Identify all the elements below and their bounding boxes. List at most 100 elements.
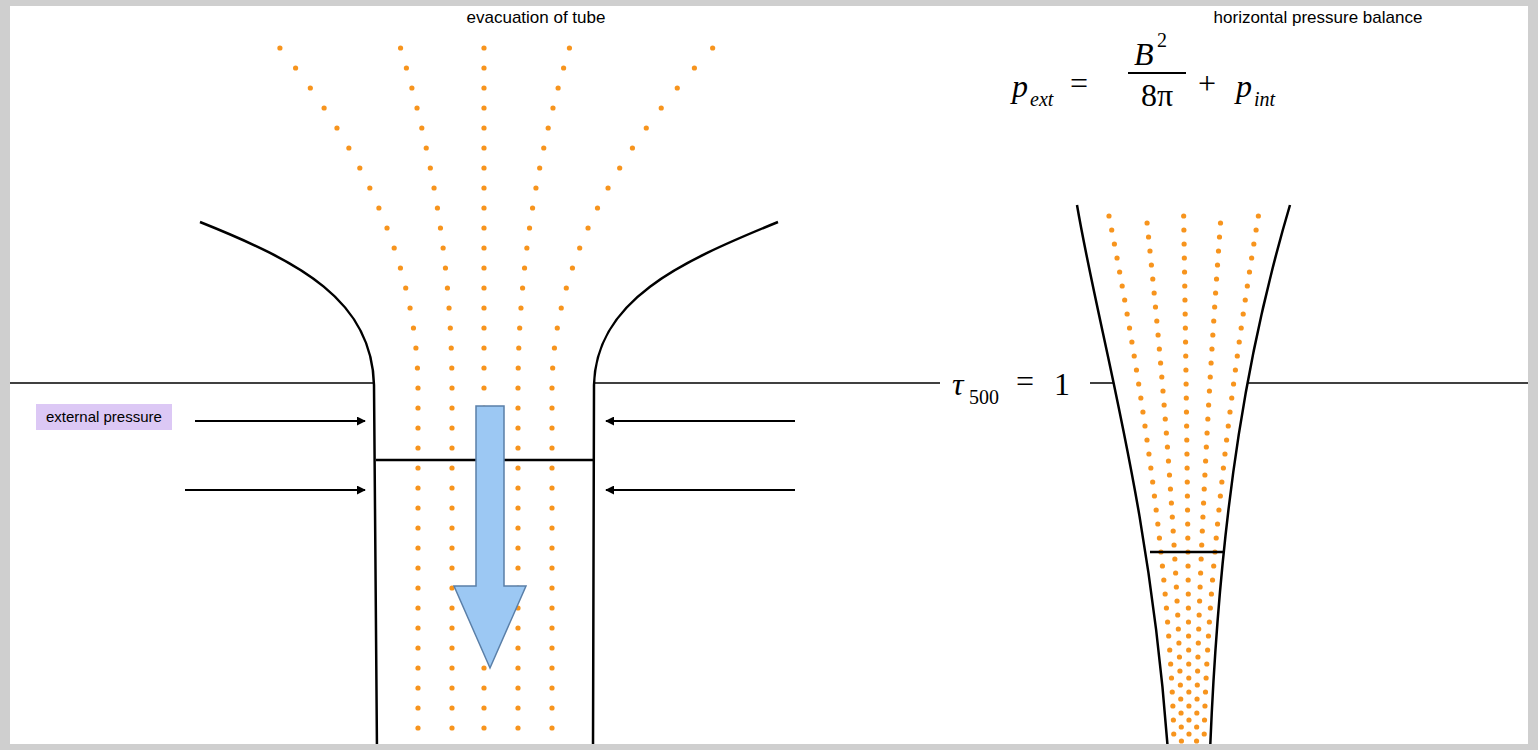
panel-heading: evacuation of tube (467, 9, 606, 26)
field-dot (419, 125, 424, 130)
field-dot (1245, 283, 1250, 288)
field-dot (549, 565, 554, 570)
field-dot (1207, 619, 1212, 624)
fraction-bar (1128, 72, 1186, 74)
field-dot (1215, 521, 1220, 526)
field-dot (1179, 738, 1184, 743)
field-dot (1204, 430, 1209, 435)
math-subscript: ext (1030, 89, 1053, 109)
field-dot (1216, 248, 1221, 253)
field-dot (550, 365, 555, 370)
field-dot (1221, 465, 1226, 470)
field-dot (1165, 444, 1170, 449)
field-dot (1154, 318, 1159, 323)
downflow-arrow (454, 406, 526, 668)
field-dot (1155, 521, 1160, 526)
field-dot (549, 385, 554, 390)
field-dot (1186, 577, 1191, 582)
field-dot (1174, 598, 1179, 603)
field-dot (1197, 612, 1202, 617)
field-dot (518, 305, 523, 310)
math-symbol: τ (952, 368, 963, 400)
tube-wall (1077, 205, 1168, 744)
field-dot (414, 105, 419, 110)
field-dot (1164, 430, 1169, 435)
field-dot (334, 125, 339, 130)
field-dot (1241, 311, 1246, 316)
field-dot (413, 345, 418, 350)
field-dot (1202, 703, 1207, 708)
field-dot (1132, 353, 1137, 358)
field-dot (1222, 451, 1227, 456)
field-dot (1212, 304, 1217, 309)
field-dot (1129, 339, 1134, 344)
field-dot (1239, 325, 1244, 330)
field-dot (1211, 563, 1216, 568)
field-dot (481, 65, 486, 70)
panel-heading: horizontal pressure balance (1214, 9, 1423, 26)
field-dot (515, 725, 520, 730)
field-dot (1243, 297, 1248, 302)
field-dot (1196, 626, 1201, 631)
field-dot (515, 485, 520, 490)
field-dot (398, 265, 403, 270)
field-dot (1183, 325, 1188, 330)
field-dot (1162, 402, 1167, 407)
field-dot (1185, 493, 1190, 498)
field-dot (1195, 682, 1200, 687)
field-dot (403, 285, 408, 290)
field-dot (644, 125, 649, 130)
field-dot (1209, 591, 1214, 596)
field-dot (549, 405, 554, 410)
field-dot (481, 185, 486, 190)
field-dot (1253, 227, 1258, 232)
field-dot (1183, 367, 1188, 372)
field-dot (1201, 500, 1206, 505)
field-dot (357, 165, 362, 170)
field-dot (1200, 514, 1205, 519)
field-dot (1196, 640, 1201, 645)
field-dot (481, 245, 486, 250)
field-dot (1176, 640, 1181, 645)
field-dot (1217, 234, 1222, 239)
field-dot (415, 445, 420, 450)
field-dot (1186, 703, 1191, 708)
field-dot (549, 425, 554, 430)
field-dot (555, 325, 560, 330)
field-dot (1205, 416, 1210, 421)
field-dot (415, 705, 420, 710)
field-dot (415, 405, 420, 410)
field-dot (1177, 654, 1182, 659)
field-dot (293, 65, 298, 70)
field-dot (595, 205, 600, 210)
field-dot (1174, 584, 1179, 589)
field-dot (515, 545, 520, 550)
field-dot (1206, 402, 1211, 407)
node-text: external pressure (46, 408, 162, 426)
field-dot (1226, 423, 1231, 428)
field-dot (1125, 311, 1130, 316)
math-symbol: 8π (1141, 79, 1173, 111)
field-dot (1109, 227, 1114, 232)
field-dot (1170, 514, 1175, 519)
field-dot (546, 125, 551, 130)
field-dot (435, 205, 440, 210)
field-dot (449, 485, 454, 490)
field-dot (585, 225, 590, 230)
field-dot (1164, 605, 1169, 610)
field-dot (1168, 661, 1173, 666)
field-dot (376, 205, 381, 210)
field-dot (1204, 661, 1209, 666)
field-dot (1219, 479, 1224, 484)
field-dot (445, 285, 450, 290)
field-dot (1171, 542, 1176, 547)
field-dot (1195, 654, 1200, 659)
field-dot (1112, 241, 1117, 246)
field-dot (522, 265, 527, 270)
field-dot (1120, 283, 1125, 288)
field-dot (1182, 241, 1187, 246)
field-dot (392, 245, 397, 250)
field-dot (1200, 528, 1205, 533)
field-dot (449, 505, 454, 510)
field-dot (449, 385, 454, 390)
